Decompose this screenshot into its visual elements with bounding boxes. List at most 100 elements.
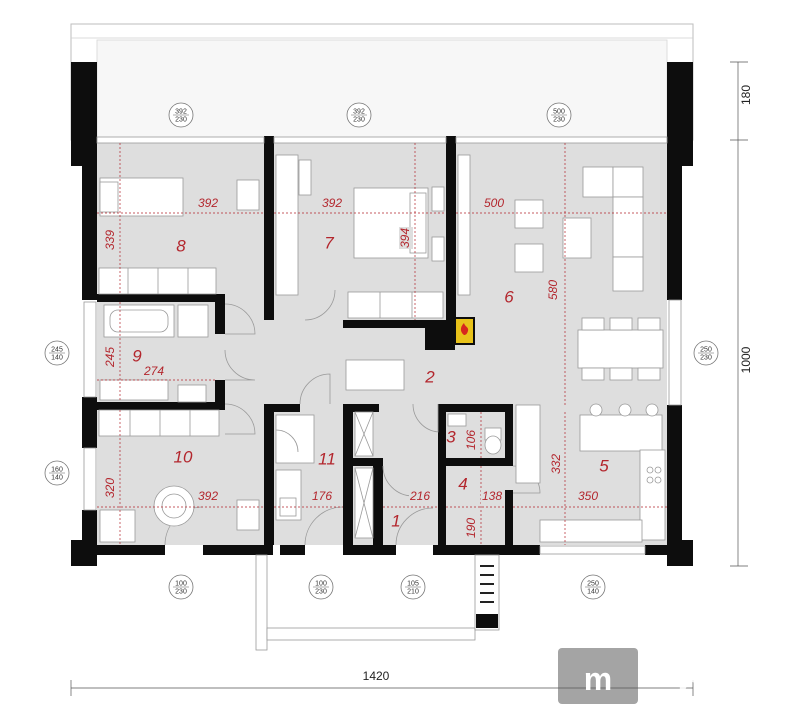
window-tag-height: 140: [51, 474, 63, 481]
windows: [83, 136, 682, 555]
dimension-label: 332: [549, 454, 563, 474]
logo-name: najszybsi: [643, 654, 787, 690]
furniture-room-6: [345, 154, 664, 391]
room-number-4: 4: [458, 474, 467, 493]
dimension-label-bg: [409, 490, 431, 504]
furniture-room-10: [98, 409, 260, 543]
dimension-label: 106: [464, 430, 478, 450]
dimension-label-bg: [197, 490, 219, 504]
room-labels: 1 2 3 4 5 6 7 8 9 10 11: [132, 233, 609, 530]
dimension-label: 500: [484, 196, 504, 210]
furniture-room-3: [447, 413, 502, 455]
window-tag-width: 160: [51, 466, 63, 473]
dimension-label: 350: [578, 489, 598, 503]
outer-walls: [71, 62, 693, 566]
furniture-room-9: [99, 304, 209, 403]
window-tag-height: 230: [175, 116, 187, 123]
window-tag-width: 245: [51, 346, 63, 353]
window-tags: 3922303922305002302451402502301601401002…: [44, 102, 719, 600]
window-tag-width: 100: [315, 580, 327, 587]
room-number-2: 2: [424, 367, 435, 386]
window-tag-height: 230: [175, 588, 187, 595]
dimension-label: 245: [103, 347, 117, 368]
dimension-label-bg: [483, 197, 505, 211]
dimension-label: 138: [482, 489, 502, 503]
dimension-label: 216: [409, 489, 430, 503]
terrace-outline: [70, 23, 694, 141]
furniture-room-5: [515, 403, 666, 543]
dimension-label-bg: [104, 229, 118, 251]
dimension-label: 392: [198, 196, 218, 210]
dimension-label: 339: [103, 230, 117, 250]
dimension-label: 580: [546, 280, 560, 300]
room-number-1: 1: [391, 511, 400, 530]
dimension-label-bg: [465, 429, 479, 451]
entrance-porch: [255, 554, 500, 651]
window-tag-width: 250: [700, 346, 712, 353]
dimension-label-bg: [143, 365, 165, 379]
room-number-6: 6: [504, 287, 514, 306]
room-number-8: 8: [176, 236, 186, 255]
dimension-label-bg: [197, 197, 219, 211]
window-tag-height: 140: [587, 588, 599, 595]
furniture-room-8: [98, 177, 260, 295]
window-tag-width: 500: [553, 108, 565, 115]
dimension-label: 190: [464, 518, 478, 538]
window-tag-width: 392: [175, 108, 187, 115]
fireplace: [454, 317, 475, 345]
logo-mark: m: [584, 661, 612, 697]
dimension-label: 320: [103, 478, 117, 498]
dimension-label-bg: [311, 490, 333, 504]
logo: m najszybsi w sprzedaży nieruchomości: [558, 648, 787, 704]
outer-dimension-label: 1420: [363, 669, 390, 683]
dimension-lines: [97, 143, 667, 545]
room-number-3: 3: [446, 427, 456, 446]
dimension-label: 176: [312, 489, 332, 503]
dimension-label-bg: [399, 227, 413, 249]
room-number-11: 11: [318, 449, 336, 468]
room-number-10: 10: [174, 447, 193, 466]
window-tag-width: 105: [407, 580, 419, 587]
dimension-label-bg: [321, 197, 343, 211]
window-tag-height: 230: [700, 354, 712, 361]
window-tag-width: 250: [587, 580, 599, 587]
dimension-label-bg: [481, 490, 503, 504]
window-tag-width: 392: [353, 108, 365, 115]
window-tag-width: 100: [175, 580, 187, 587]
dimension-label: 274: [143, 364, 164, 378]
window-tag-height: 230: [553, 116, 565, 123]
window-tag-height: 210: [407, 588, 419, 595]
dimension-label: 392: [198, 489, 218, 503]
inner-walls: [97, 136, 513, 545]
dimension-label: 392: [322, 196, 342, 210]
dimension-label-bg: [547, 279, 561, 301]
room-number-7: 7: [324, 233, 334, 252]
room-number-9: 9: [132, 346, 142, 365]
outer-dimension-label: 180: [739, 85, 753, 105]
dimension-label-bg: [104, 346, 118, 368]
outer-dimension-labels: 180 1000 1420: [363, 85, 754, 684]
room-number-5: 5: [599, 456, 609, 475]
dimension-label-bg: [577, 490, 599, 504]
dimension-label-bg: [104, 477, 118, 499]
window-tag-height: 230: [315, 588, 327, 595]
dimension-label-bg: [465, 517, 479, 539]
window-tag-height: 230: [353, 116, 365, 123]
window-tag-height: 140: [51, 354, 63, 361]
outer-dimension-label: 1000: [739, 346, 753, 373]
dimension-label-bg: [550, 453, 564, 475]
furniture-room-7: [275, 154, 445, 319]
logo-tagline: w sprzedaży nieruchomości: [646, 694, 758, 704]
